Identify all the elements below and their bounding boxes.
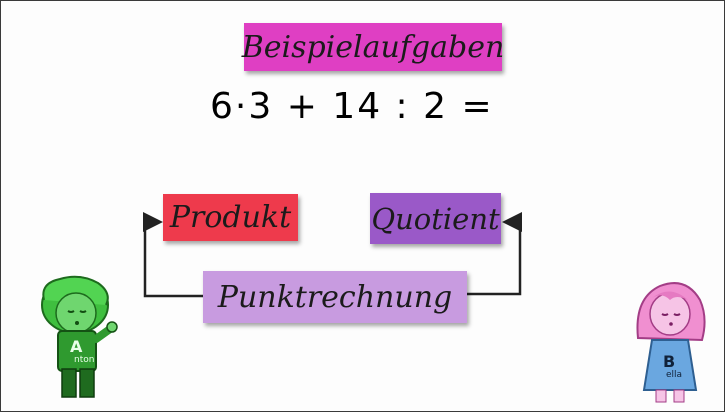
arrow-to-quotient (467, 212, 522, 296)
title-label: Beispielaufgaben (242, 23, 504, 71)
arrow-to-product (143, 212, 203, 298)
equation: 6·3 + 14 : 2 = (210, 86, 494, 127)
quotient-box: Quotient (370, 193, 501, 244)
left-character-letter: A (70, 337, 83, 356)
right-character-letter: B (663, 352, 676, 371)
product-box: Produkt (163, 194, 298, 241)
boy-character-icon: A nton (30, 275, 130, 405)
girl-character-icon: B ella (630, 278, 710, 406)
left-character-name: nton (74, 355, 95, 365)
dot-operation-box: Punktrechnung (203, 271, 467, 323)
right-character-name: ella (666, 370, 683, 380)
